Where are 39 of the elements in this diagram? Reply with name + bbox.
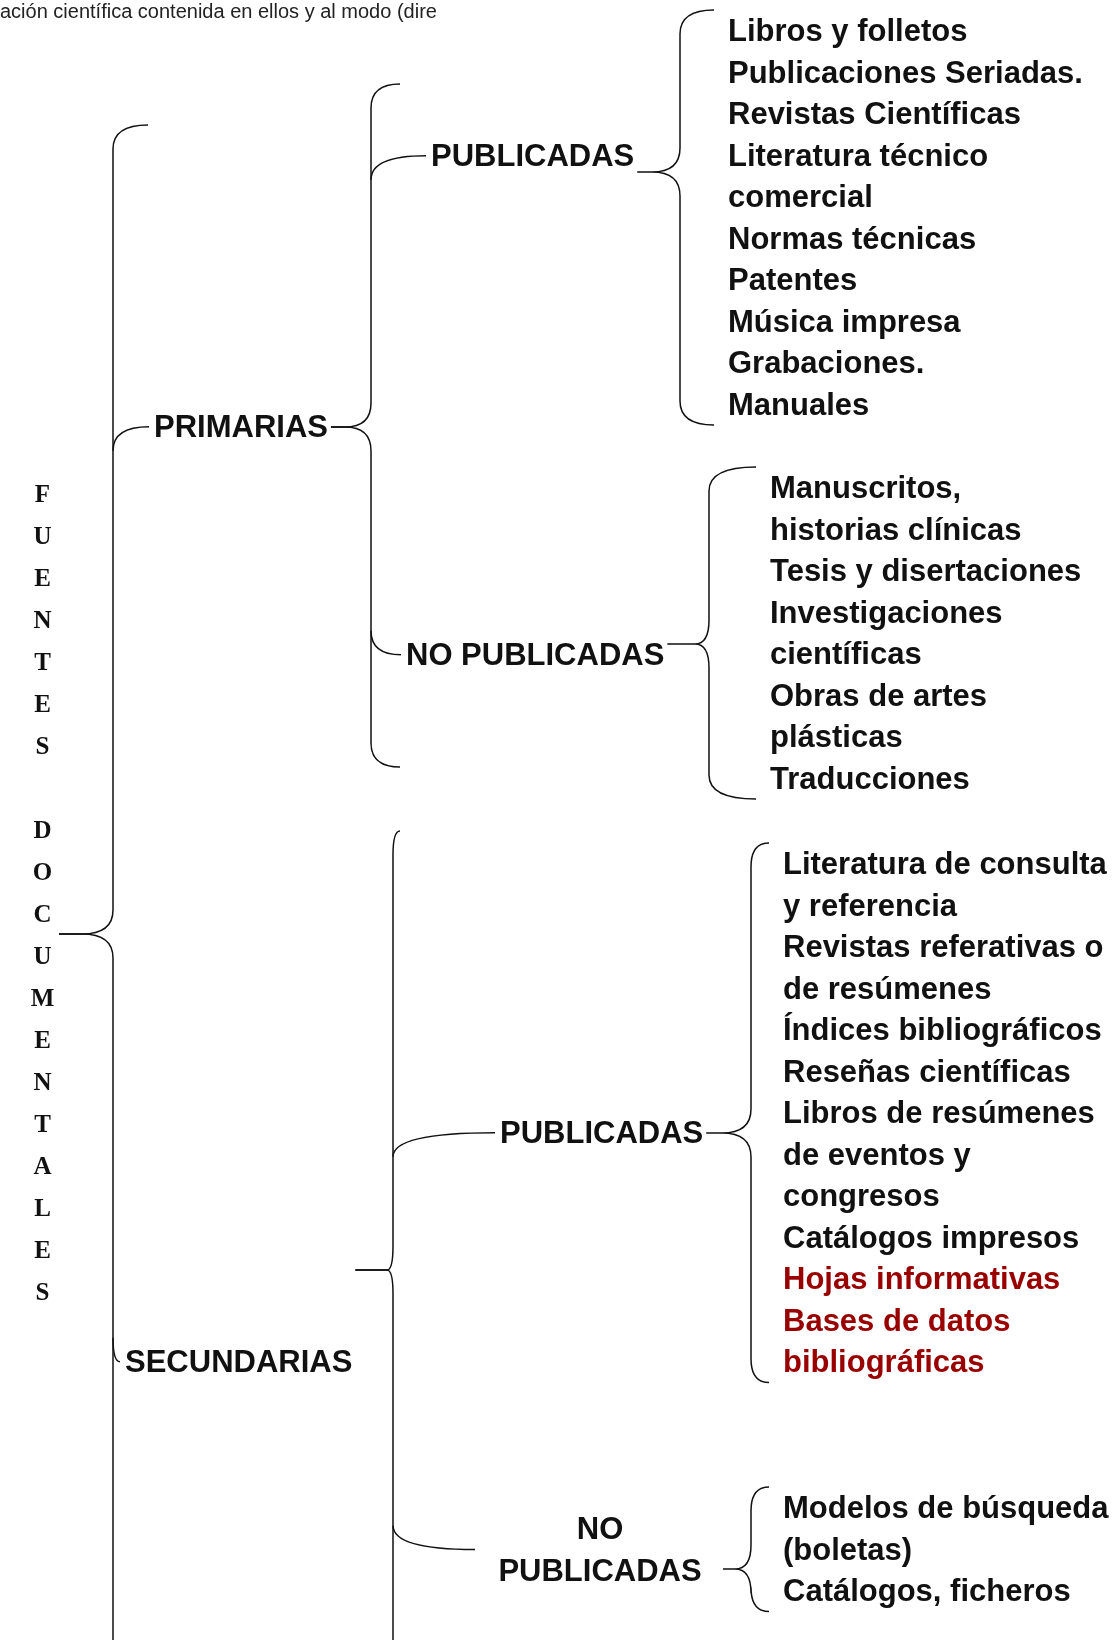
list-item: Hojas informativas [783,1260,1062,1298]
list-item: Catálogos impresos [783,1218,1081,1257]
brace-connector [636,9,715,426]
category-label: PRIMARIAS [154,406,328,448]
list-item: Reseñas científicas [783,1052,1072,1091]
list-item: Grabaciones. [728,344,926,382]
list-item: Revistas referativas o de resúmenes [783,928,1105,1008]
note-text: ación científica contenida en ellos y al modo (dire [0,0,437,23]
list-item: Catálogos, ficheros [783,1572,1072,1610]
list-item: Literatura de consulta y referencia [783,845,1107,925]
list-item: Manuales [728,385,871,424]
list-item: Normas técnicas [728,219,978,258]
brace-connector [666,466,757,800]
list-item: Modelos de búsqueda (boletas) [783,1489,1110,1569]
list-item: Obras de artes plásticas [770,676,989,756]
category-label: SECUNDARIAS [125,1341,353,1383]
list-item: Libros y folletos [728,12,969,50]
brace-connector [354,1269,476,1551]
list-item: Manuscritos, historias clínicas [770,469,1023,549]
list-item: Libros de resúmenes de eventos y congresos [783,1094,1096,1215]
brace-connector [705,842,770,1384]
vertical-title: FUENTES DOCUMENTALES [28,480,56,1320]
list-item: Música impresa [728,302,962,341]
list-item: Traducciones [770,759,971,798]
category-label: NO PUBLICADAS [480,1508,720,1591]
list-item: Revistas Científicas [728,95,1022,133]
list-item: Patentes [728,261,859,299]
category-label: NO PUBLICADAS [406,634,665,676]
category-label: PUBLICADAS [500,1112,704,1154]
list-item: Literatura técnico comercial [728,136,990,216]
list-item: Tesis y disertaciones [770,552,1083,590]
list-item: Publicaciones Seriadas. [728,53,1084,92]
list-item: Índices bibliográficos [783,1011,1103,1049]
category-label: PUBLICADAS [431,135,635,177]
brace-connector [330,426,402,656]
list-item: Investigaciones científicas [770,593,1004,673]
brace-connector [58,933,121,1363]
brace-connector [722,1486,770,1613]
list-item: Bases de datos bibliográficas [783,1301,1012,1381]
